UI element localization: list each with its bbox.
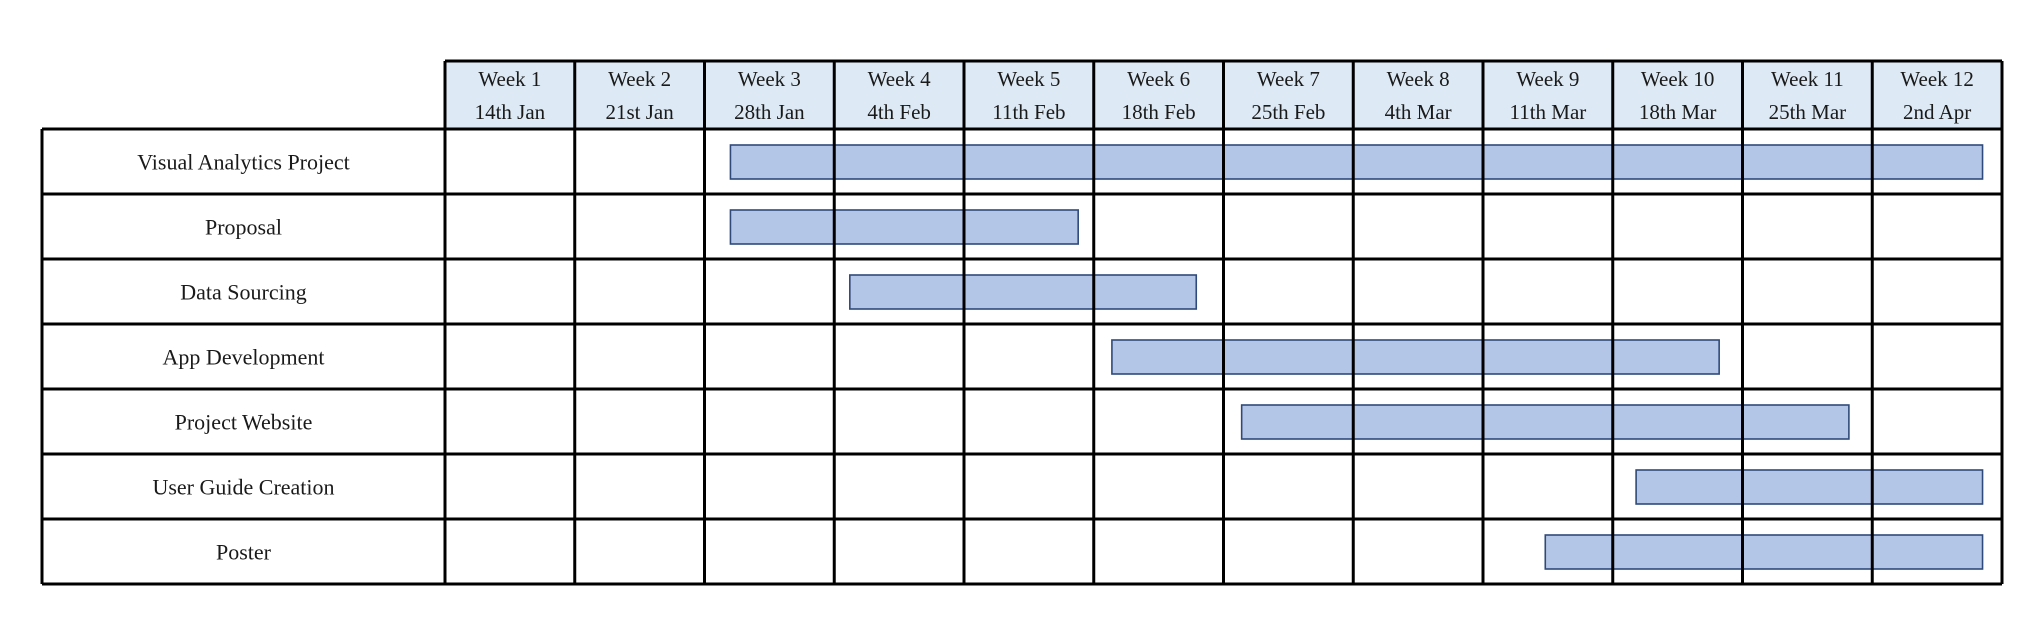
week-header-cell — [964, 61, 1094, 129]
week-date-label: 14th Jan — [475, 100, 546, 124]
task-label: App Development — [163, 345, 325, 370]
week-date-label: 18th Feb — [1122, 100, 1196, 124]
task-bar — [729, 209, 1079, 245]
task-bar — [729, 144, 1984, 180]
week-header-cell — [574, 61, 705, 129]
week-date-label: 4th Mar — [1385, 100, 1452, 124]
week-label: Week 4 — [868, 67, 932, 91]
week-label: Week 2 — [608, 67, 671, 91]
week-header-cell — [1483, 61, 1613, 129]
task-bar — [849, 274, 1198, 310]
week-header: Week 1 14th Jan Week 2 21st Jan Week 3 28th J… — [445, 61, 2002, 129]
task-bar — [1240, 404, 1850, 440]
week-date-label: 2nd Apr — [1903, 100, 1971, 124]
week-date-label: 18th Mar — [1639, 100, 1717, 124]
week-header-cell — [1353, 61, 1483, 129]
week-label: Week 8 — [1387, 67, 1450, 91]
week-date-label: 4th Feb — [867, 100, 931, 124]
week-header-cell — [1742, 61, 1873, 129]
week-label: Week 6 — [1127, 67, 1190, 91]
week-label: Week 9 — [1516, 67, 1579, 91]
task-bars — [729, 144, 1984, 570]
grid-lines — [40, 59, 2004, 586]
week-header-cell — [1223, 61, 1354, 129]
task-label: Poster — [216, 540, 272, 565]
week-label: Week 1 — [478, 67, 541, 91]
task-label: Project Website — [175, 410, 313, 435]
week-label: Week 7 — [1257, 67, 1320, 91]
week-date-label: 25th Feb — [1251, 100, 1325, 124]
week-header-cell — [1093, 61, 1224, 129]
week-header-cell — [1612, 61, 1743, 129]
task-label: Visual Analytics Project — [137, 150, 350, 175]
task-bar — [1111, 339, 1720, 375]
week-header-cell — [834, 61, 964, 129]
week-label: Week 11 — [1771, 67, 1844, 91]
week-date-label: 25th Mar — [1769, 100, 1847, 124]
week-label: Week 5 — [997, 67, 1060, 91]
task-label: Proposal — [205, 215, 282, 240]
task-bar — [1544, 534, 1984, 570]
task-label: Data Sourcing — [180, 280, 306, 305]
week-label: Week 10 — [1641, 67, 1715, 91]
week-label: Week 3 — [738, 67, 801, 91]
week-date-label: 11th Feb — [992, 100, 1065, 124]
week-date-label: 11th Mar — [1509, 100, 1586, 124]
week-header-cell — [445, 61, 575, 129]
week-date-label: 21st Jan — [606, 100, 675, 124]
task-label: User Guide Creation — [152, 475, 334, 500]
week-label: Week 12 — [1900, 67, 1974, 91]
week-header-cell — [1872, 61, 2002, 129]
week-header-cell — [704, 61, 835, 129]
week-date-label: 28th Jan — [734, 100, 805, 124]
task-bar — [1635, 469, 1984, 505]
